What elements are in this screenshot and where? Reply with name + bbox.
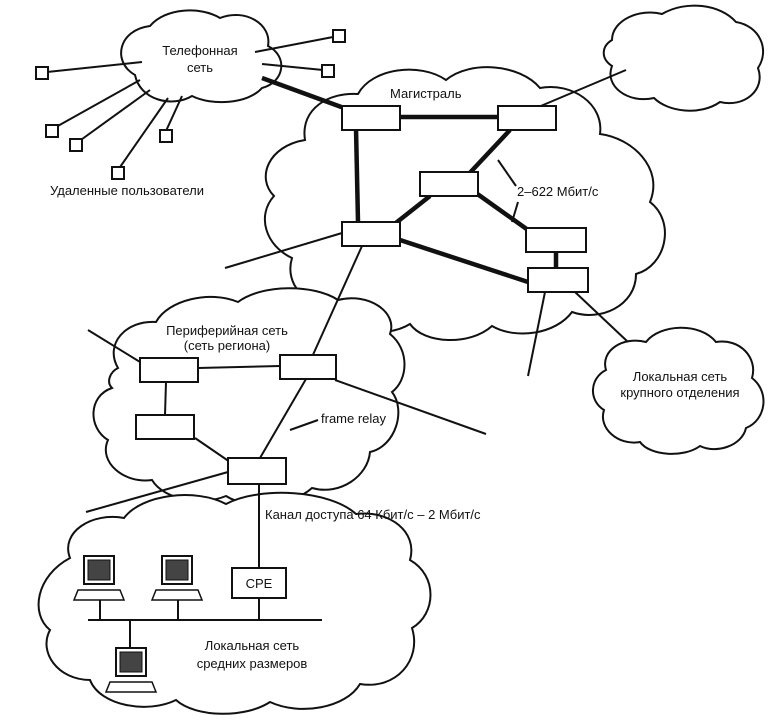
remote-terminal: [159, 129, 173, 143]
backbone-link: [463, 128, 512, 180]
backbone-to-peripheral-link: [311, 245, 363, 358]
speed-leader-line: [497, 159, 517, 187]
medium-lan-label: средних размеров: [197, 656, 308, 671]
medium-lan-label: Локальная сеть: [205, 638, 300, 653]
backbone-node: [419, 171, 479, 197]
backbone-link: [474, 191, 530, 232]
frame-relay-leader: [289, 419, 319, 431]
remote-link: [165, 95, 183, 132]
remote-link: [117, 97, 169, 171]
cpe-label: CPE: [246, 576, 273, 591]
remote-terminal: [111, 166, 125, 180]
peripheral-cloud: [92, 287, 406, 506]
backbone-link: [399, 237, 529, 285]
branch-lan-label: Локальная сеть: [633, 369, 728, 384]
speed-label: 2–622 Мбит/с: [517, 184, 599, 199]
top-right-cloud: [602, 4, 764, 112]
backbone-node: [525, 227, 587, 253]
phone-network-label: Телефонная: [162, 43, 237, 58]
peripheral-link: [197, 365, 281, 369]
backbone-link: [353, 127, 361, 223]
backbone-node: [497, 105, 557, 131]
remote-terminal: [321, 64, 335, 78]
peripheral-node: [139, 357, 199, 383]
peripheral-outbound-link: [334, 379, 487, 435]
workstation-icon: [150, 555, 204, 601]
cpe-device: [231, 567, 287, 599]
branch-lan-cloud: [592, 326, 765, 455]
peripheral-node: [279, 354, 337, 380]
workstation-icon: [104, 647, 158, 693]
phone-network-label: сеть: [187, 60, 213, 75]
phone-to-backbone-link: [261, 75, 356, 115]
remote-link: [261, 63, 324, 71]
remote-link: [55, 79, 141, 128]
branch-edge-node: [527, 267, 589, 293]
backbone-to-topright-link: [535, 69, 627, 109]
workstation-icon: [72, 555, 126, 601]
peripheral-node: [135, 414, 195, 440]
remote-link: [46, 61, 143, 73]
remote-terminal: [35, 66, 49, 80]
peripheral-outbound-link: [87, 329, 141, 363]
remote-link: [77, 89, 151, 143]
medium-lan-cloud: [37, 491, 432, 715]
peripheral-access-node: [227, 457, 287, 485]
peripheral-label: Периферийная сеть: [166, 323, 288, 338]
phone-network-cloud: [120, 9, 283, 104]
speed-leader-line: [511, 201, 519, 223]
remote-users-label: Удаленные пользователи: [50, 183, 204, 198]
backbone-label: Магистраль: [390, 86, 462, 101]
access-channel-label: Канал доступа 64 Кбит/с – 2 Мбит/с: [265, 507, 481, 522]
branch-link: [574, 291, 629, 343]
remote-terminal: [69, 138, 83, 152]
branch-outbound-link: [527, 291, 546, 377]
peripheral-outbound-link: [85, 471, 229, 513]
remote-link: [254, 36, 334, 53]
peripheral-link: [164, 381, 167, 416]
backbone-node: [341, 221, 401, 247]
remote-terminal: [332, 29, 346, 43]
backbone-node: [341, 105, 401, 131]
backbone-outbound-link: [224, 232, 343, 269]
branch-lan-label: крупного отделения: [620, 385, 739, 400]
peripheral-link: [259, 378, 307, 459]
peripheral-label: (сеть региона): [184, 338, 270, 353]
peripheral-link: [194, 437, 231, 463]
frame-relay-label: frame relay: [321, 411, 387, 426]
remote-terminal: [45, 124, 59, 138]
